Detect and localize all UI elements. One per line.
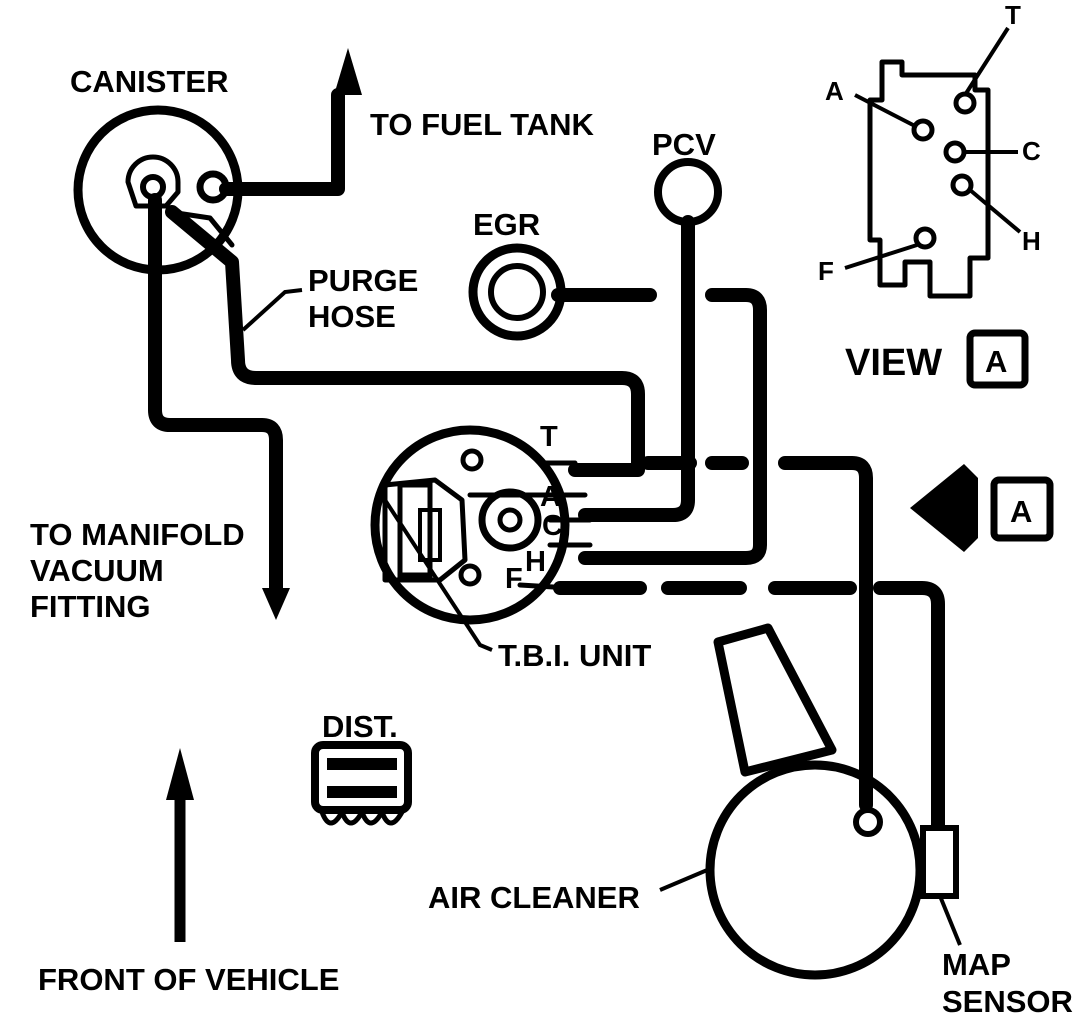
to-manifold-label-1: TO MANIFOLD — [30, 517, 245, 552]
map-sensor — [920, 825, 959, 899]
view-a-inset — [844, 26, 1022, 299]
fuel-tank-hose — [219, 48, 362, 196]
tbi-port-f: F — [505, 563, 523, 595]
purge-hose — [165, 205, 645, 477]
tbi-port-h: H — [525, 546, 546, 578]
view-port-f: F — [818, 256, 834, 286]
view-label: VIEW — [845, 342, 942, 384]
air-cleaner — [705, 623, 925, 980]
tbi-port-a: A — [540, 481, 561, 513]
egr-label: EGR — [473, 207, 540, 242]
purge-label-1: PURGE — [308, 263, 418, 298]
view-port-a: A — [825, 76, 844, 106]
map-sensor-label-2: SENSOR — [942, 984, 1073, 1019]
purge-label-2: HOSE — [308, 299, 396, 334]
view-port-t: T — [1005, 0, 1021, 30]
front-arrow — [166, 748, 194, 942]
tbi-port-t: T — [540, 421, 558, 453]
tbi-f-to-map-hose — [553, 581, 945, 832]
view-letter: A — [985, 344, 1007, 379]
view-arrow — [910, 464, 1054, 552]
tbi-port-c: C — [542, 510, 563, 542]
pcv-label: PCV — [652, 127, 716, 162]
air-cleaner-label: AIR CLEANER — [428, 880, 640, 915]
view-port-h: H — [1022, 226, 1041, 256]
map-sensor-label-1: MAP — [942, 947, 1011, 982]
egr-valve — [468, 243, 767, 565]
to-manifold-label-2: VACUUM — [30, 553, 164, 588]
dist-label: DIST. — [322, 709, 398, 744]
tbi-t-to-air-cleaner-hose — [641, 456, 873, 812]
view-arrow-letter: A — [1010, 494, 1032, 529]
canister-label: CANISTER — [70, 64, 228, 99]
pcv-valve — [578, 158, 722, 522]
front-of-vehicle-label: FRONT OF VEHICLE — [38, 962, 339, 997]
tbi-unit — [370, 425, 593, 625]
view-port-c: C — [1022, 136, 1041, 166]
distributor — [311, 741, 412, 826]
to-fuel-tank-label: TO FUEL TANK — [370, 107, 595, 142]
tbi-unit-label: T.B.I. UNIT — [498, 638, 651, 673]
manifold-vacuum-hose — [148, 193, 290, 620]
to-manifold-label-3: FITTING — [30, 589, 151, 624]
